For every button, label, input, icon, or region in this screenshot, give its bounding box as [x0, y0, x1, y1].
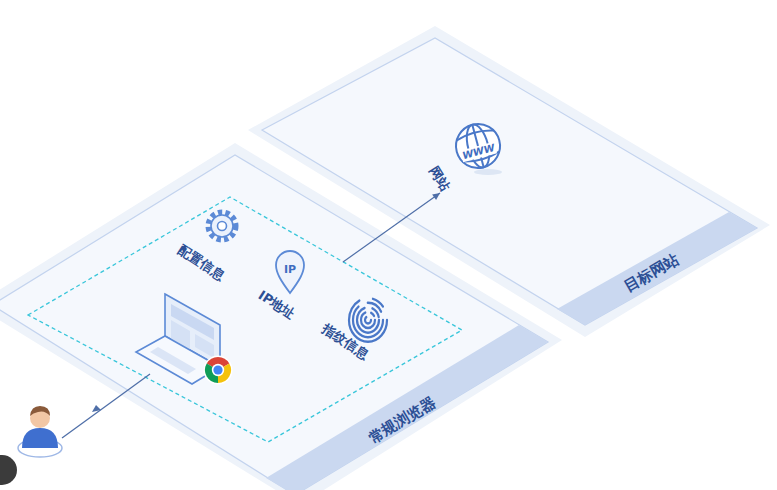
user-line: [62, 374, 150, 438]
user-line-arrow: [92, 405, 101, 412]
website-node: 网站WWW: [422, 115, 512, 193]
node-label: 网站: [426, 164, 452, 194]
user-body: [22, 428, 58, 448]
dashed-region: [28, 197, 462, 442]
info-label-node: 配置信息: [175, 252, 227, 267]
info-label-node: IP地址: [256, 294, 296, 309]
dark-badge: [0, 455, 17, 485]
user-base: [18, 439, 62, 457]
panel-band: [557, 212, 757, 325]
panel-halo: [248, 26, 770, 337]
panel-face: [262, 38, 757, 325]
panel-band: [266, 325, 548, 490]
target-panel-outline: [250, 25, 770, 340]
laptop-icon: [136, 294, 220, 384]
info-label-node: 指纹信息: [319, 331, 371, 346]
fingerprint-icon: [349, 298, 387, 342]
location-pin-icon: [276, 251, 304, 293]
chrome-icon: [204, 356, 233, 385]
target-panel: 目标网站 网站WWW: [250, 25, 770, 340]
pin-text: IP: [284, 264, 296, 277]
connector-arrow: [343, 193, 440, 262]
gear-icon: [209, 213, 236, 240]
user-head: [30, 408, 50, 428]
user-hair: [30, 406, 50, 416]
